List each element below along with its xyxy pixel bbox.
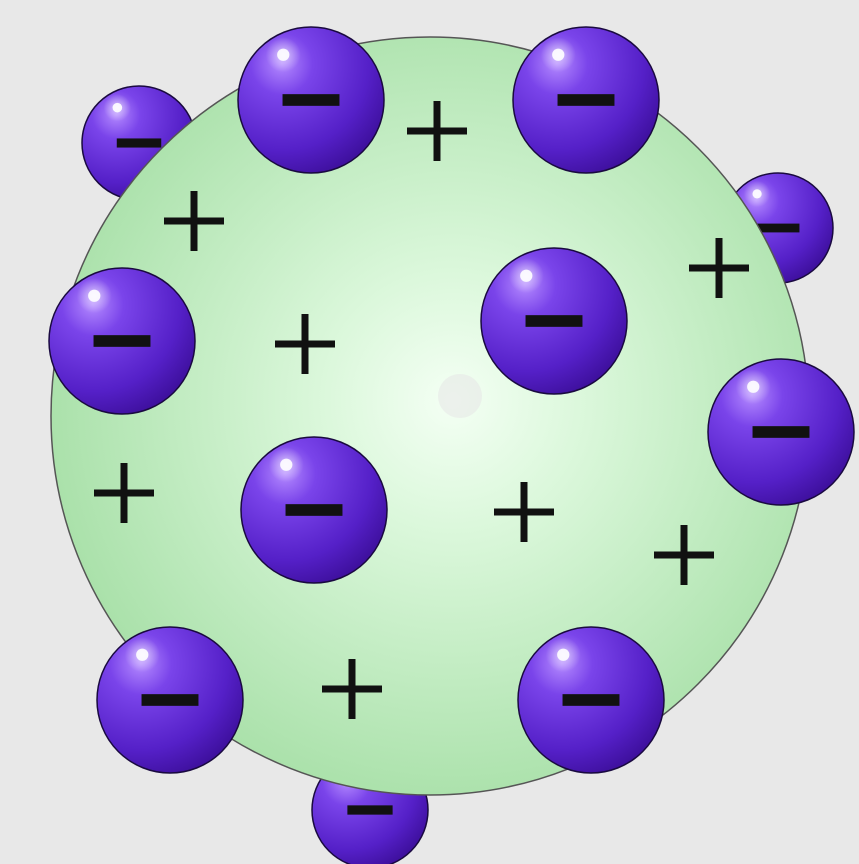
minus-sign-icon — [282, 94, 340, 106]
electron-icon — [96, 626, 244, 774]
minus-sign-icon — [141, 694, 199, 706]
plus-sign-icon — [654, 525, 714, 585]
plus-sign-icon — [407, 101, 467, 161]
minus-sign-icon — [285, 504, 343, 516]
minus-sign-icon — [525, 315, 583, 327]
electron-icon — [240, 436, 388, 584]
plus-sign-icon — [164, 191, 224, 251]
plus-sign-icon — [494, 482, 554, 542]
plus-signs-group — [94, 101, 749, 719]
minus-sign-icon — [93, 335, 151, 347]
plus-sign-icon — [275, 314, 335, 374]
electron-icon — [707, 358, 855, 506]
plus-sign-icon — [689, 238, 749, 298]
plus-sign-icon — [94, 463, 154, 523]
electron-icon — [480, 247, 628, 395]
electron-icon — [512, 26, 660, 174]
plus-sign-icon — [322, 659, 382, 719]
minus-sign-icon — [557, 94, 615, 106]
minus-sign-icon — [347, 805, 393, 815]
minus-sign-icon — [752, 426, 810, 438]
minus-sign-icon — [562, 694, 620, 706]
electron-icon — [517, 626, 665, 774]
electron-icon — [237, 26, 385, 174]
electron-icon — [48, 267, 196, 415]
minus-sign-icon — [756, 223, 800, 233]
minus-sign-icon — [116, 138, 162, 148]
front-electrons-group — [48, 26, 855, 774]
